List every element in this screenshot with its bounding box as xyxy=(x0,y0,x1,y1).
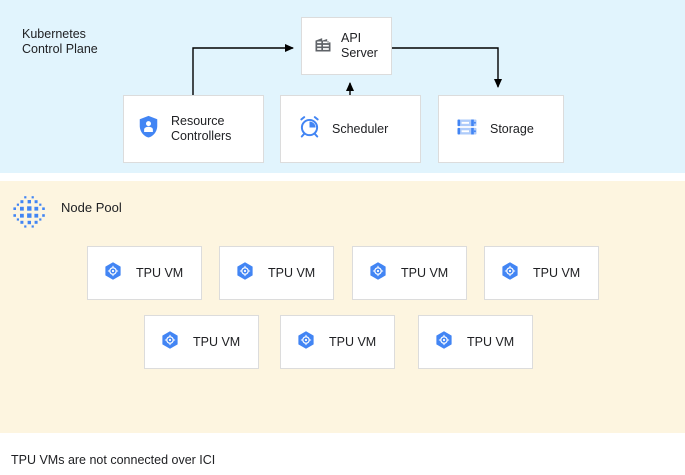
alarm-clock-icon xyxy=(297,114,322,144)
node-scheduler[interactable]: Scheduler xyxy=(280,95,421,163)
hexagon-gear-icon xyxy=(102,260,124,287)
tpu-vm-label: TPU VM xyxy=(136,265,184,280)
building-icon xyxy=(313,34,333,59)
hexagon-gear-icon xyxy=(499,260,521,287)
tpu-vm-card[interactable]: TPU VM xyxy=(280,315,395,369)
tpu-vm-label: TPU VM xyxy=(268,265,316,280)
tpu-vm-card[interactable]: TPU VM xyxy=(484,246,599,300)
dot-matrix-icon xyxy=(11,194,47,230)
hexagon-gear-icon xyxy=(367,260,389,287)
server-rack-icon xyxy=(455,115,479,144)
node-api-server-label: API Server xyxy=(341,31,378,60)
tpu-vm-label: TPU VM xyxy=(467,334,515,349)
tpu-vm-card[interactable]: TPU VM xyxy=(352,246,467,300)
tpu-vm-card[interactable]: TPU VM xyxy=(144,315,259,369)
node-pool-section xyxy=(0,181,685,433)
tpu-vm-card[interactable]: TPU VM xyxy=(219,246,334,300)
footer-caption: TPU VMs are not connected over ICI xyxy=(11,453,216,467)
tpu-vm-label: TPU VM xyxy=(193,334,241,349)
hexagon-gear-icon xyxy=(159,329,181,356)
node-resource-controllers[interactable]: Resource Controllers xyxy=(123,95,264,163)
tpu-vm-label: TPU VM xyxy=(401,265,449,280)
node-storage-label: Storage xyxy=(490,121,534,136)
node-scheduler-label: Scheduler xyxy=(332,121,389,136)
node-resource-controllers-label: Resource Controllers xyxy=(171,114,232,143)
hexagon-gear-icon xyxy=(234,260,256,287)
node-storage[interactable]: Storage xyxy=(438,95,564,163)
node-api-server[interactable]: API Server xyxy=(301,17,392,75)
hexagon-gear-icon xyxy=(295,329,317,356)
shield-user-icon xyxy=(136,114,161,144)
tpu-vm-card[interactable]: TPU VM xyxy=(418,315,533,369)
tpu-vm-label: TPU VM xyxy=(533,265,581,280)
tpu-vm-card[interactable]: TPU VM xyxy=(87,246,202,300)
hexagon-gear-icon xyxy=(433,329,455,356)
control-plane-title: Kubernetes Control Plane xyxy=(22,27,98,56)
tpu-vm-label: TPU VM xyxy=(329,334,377,349)
node-pool-title: Node Pool xyxy=(61,200,122,215)
